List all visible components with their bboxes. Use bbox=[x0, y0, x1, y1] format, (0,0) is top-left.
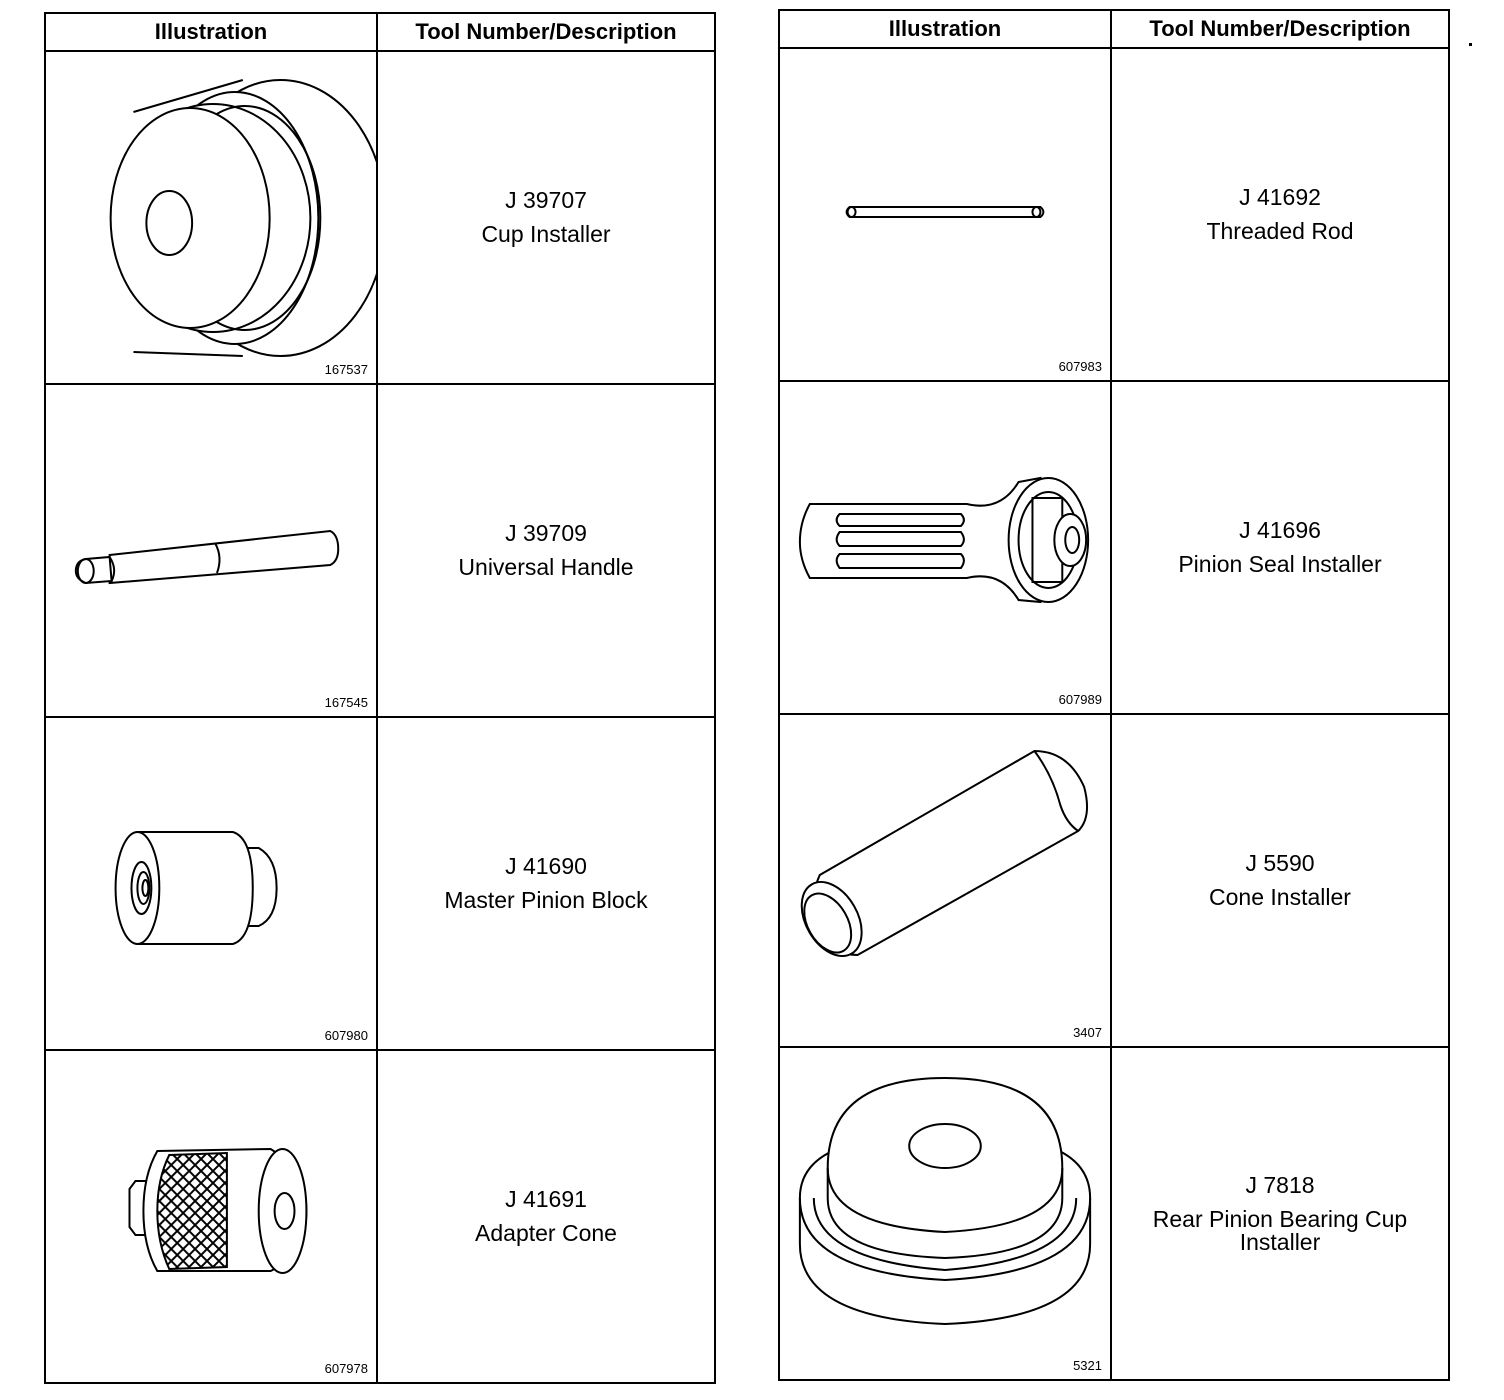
figure-number: 167545 bbox=[324, 695, 368, 710]
table-row: 5321 J 7818 Rear Pinion Bearing Cup Inst… bbox=[778, 1046, 1450, 1381]
tool-number: J 5590 bbox=[1245, 850, 1315, 876]
figure-number: 5321 bbox=[1073, 1358, 1102, 1373]
tool-description: Cup Installer bbox=[481, 221, 611, 247]
illustration-header: Illustration bbox=[44, 12, 378, 52]
tool-description-cell: J 5590 Cone Installer bbox=[1110, 713, 1450, 1048]
universal-handle-icon bbox=[46, 385, 376, 716]
threaded-rod-icon bbox=[780, 49, 1110, 380]
tool-description: Master Pinion Block bbox=[444, 887, 648, 913]
illustration-cell: 607983 bbox=[778, 47, 1112, 382]
tool-description-cell: J 39709 Universal Handle bbox=[376, 383, 716, 718]
pinion-seal-installer-icon bbox=[780, 382, 1110, 713]
master-pinion-block-icon bbox=[46, 718, 376, 1049]
rear-pinion-bearing-cup-installer-icon bbox=[780, 1048, 1110, 1379]
tool-number: J 39707 bbox=[505, 187, 587, 213]
cup-installer-icon bbox=[46, 52, 376, 383]
tool-description: Adapter Cone bbox=[475, 1220, 617, 1246]
illustration-cell: 3407 bbox=[778, 713, 1112, 1048]
tool-description-cell: J 41696 Pinion Seal Installer bbox=[1110, 380, 1450, 715]
figure-number: 3407 bbox=[1073, 1025, 1102, 1040]
illustration-cell: 167545 bbox=[44, 383, 378, 718]
illustration-cell: 167537 bbox=[44, 50, 378, 385]
tool-description: Rear Pinion Bearing Cup Installer bbox=[1152, 1205, 1408, 1255]
tool-number: J 41696 bbox=[1239, 517, 1321, 543]
tool-number: J 7818 bbox=[1245, 1171, 1315, 1198]
tool-header: Tool Number/Description bbox=[1110, 9, 1450, 49]
tool-description-cell: J 41692 Threaded Rod bbox=[1110, 47, 1450, 382]
table-row: 607980 J 41690 Master Pinion Block bbox=[44, 716, 716, 1051]
table-header-row: Illustration Tool Number/Description bbox=[44, 12, 716, 52]
tool-description-cell: J 7818 Rear Pinion Bearing Cup Installer bbox=[1110, 1046, 1450, 1381]
tool-description: Universal Handle bbox=[458, 554, 634, 580]
illustration-cell: 5321 bbox=[778, 1046, 1112, 1381]
tool-description-cell: J 41691 Adapter Cone bbox=[376, 1049, 716, 1384]
tool-description: Threaded Rod bbox=[1206, 218, 1354, 244]
cone-installer-icon bbox=[780, 715, 1110, 1046]
figure-number: 607980 bbox=[324, 1028, 368, 1043]
tool-header: Tool Number/Description bbox=[376, 12, 716, 52]
tool-number: J 39709 bbox=[505, 520, 587, 546]
tool-table-right: Illustration Tool Number/Description 607… bbox=[778, 9, 1450, 1381]
table-row: 607983 J 41692 Threaded Rod bbox=[778, 47, 1450, 382]
tool-description: Pinion Seal Installer bbox=[1178, 551, 1382, 577]
tool-description-cell: J 41690 Master Pinion Block bbox=[376, 716, 716, 1051]
table-row: 167537 J 39707 Cup Installer bbox=[44, 50, 716, 385]
figure-number: 607978 bbox=[324, 1361, 368, 1376]
table-row: 167545 J 39709 Universal Handle bbox=[44, 383, 716, 718]
table-row: 607989 J 41696 Pinion Seal Installer bbox=[778, 380, 1450, 715]
table-row: 607978 J 41691 Adapter Cone bbox=[44, 1049, 716, 1384]
stray-mark bbox=[1469, 43, 1472, 46]
table-row: 3407 J 5590 Cone Installer bbox=[778, 713, 1450, 1048]
tool-description: Cone Installer bbox=[1209, 884, 1351, 910]
adapter-cone-icon bbox=[46, 1051, 376, 1382]
figure-number: 607983 bbox=[1058, 359, 1102, 374]
tool-number: J 41690 bbox=[505, 853, 587, 879]
illustration-cell: 607978 bbox=[44, 1049, 378, 1384]
tool-table-left: Illustration Tool Number/Description 167… bbox=[44, 12, 716, 1384]
figure-number: 607989 bbox=[1058, 692, 1102, 707]
illustration-cell: 607989 bbox=[778, 380, 1112, 715]
illustration-header: Illustration bbox=[778, 9, 1112, 49]
table-header-row: Illustration Tool Number/Description bbox=[778, 9, 1450, 49]
tool-number: J 41692 bbox=[1239, 184, 1321, 210]
tool-number: J 41691 bbox=[505, 1186, 587, 1212]
illustration-cell: 607980 bbox=[44, 716, 378, 1051]
tool-description-cell: J 39707 Cup Installer bbox=[376, 50, 716, 385]
figure-number: 167537 bbox=[324, 362, 368, 377]
